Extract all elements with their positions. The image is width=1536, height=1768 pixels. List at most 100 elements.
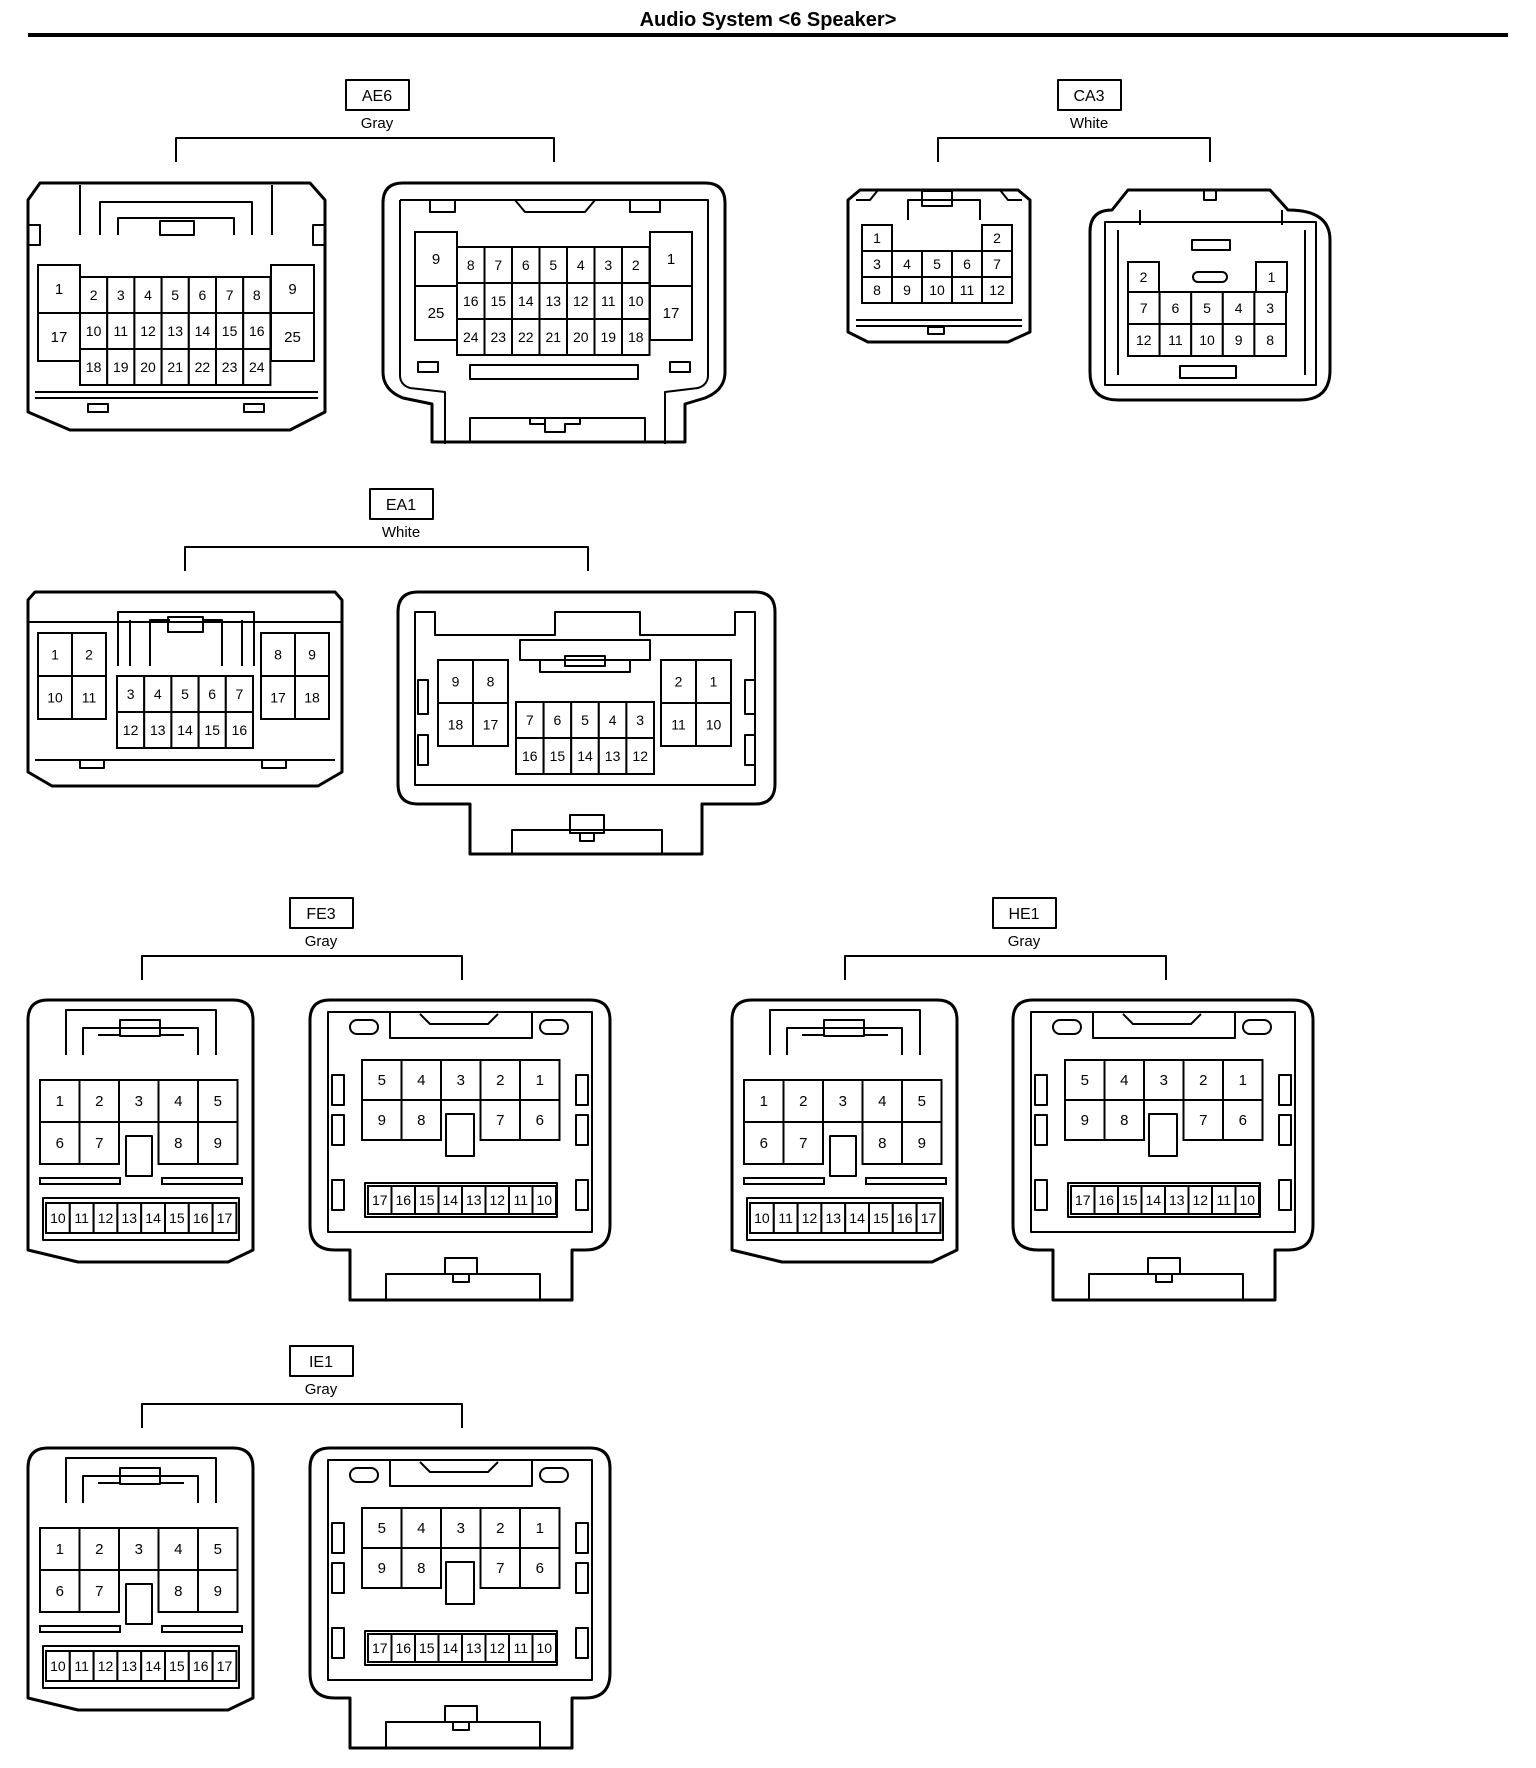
pin-number: 1 bbox=[1268, 269, 1276, 285]
pin-cell bbox=[531, 1185, 557, 1215]
pin-cell bbox=[215, 312, 245, 350]
pin-number: 5 bbox=[378, 1072, 386, 1089]
pin-cell bbox=[224, 711, 255, 749]
pin-number: 2 bbox=[632, 257, 640, 273]
pin-number: 15 bbox=[873, 1210, 889, 1226]
pin-number: 15 bbox=[550, 748, 566, 764]
pin-cell bbox=[1234, 1185, 1260, 1215]
pin-cell bbox=[456, 318, 486, 356]
pin-number: 7 bbox=[95, 1583, 103, 1600]
pin-cell bbox=[211, 1202, 238, 1234]
pin-number: 10 bbox=[86, 323, 102, 339]
pin-number: 12 bbox=[489, 1192, 505, 1208]
pin-number: 3 bbox=[127, 686, 135, 702]
pin-number: 14 bbox=[849, 1210, 865, 1226]
pin-number: 17 bbox=[921, 1210, 937, 1226]
pin-number: 4 bbox=[417, 1520, 425, 1537]
pin-cell bbox=[440, 1507, 482, 1549]
pin-cell bbox=[211, 1650, 238, 1682]
pin-cell bbox=[437, 659, 474, 704]
pin-number: 4 bbox=[154, 686, 162, 702]
pin-number: 11 bbox=[601, 293, 616, 309]
pin-number: 7 bbox=[1199, 1112, 1207, 1129]
connector-id: IE1 bbox=[309, 1354, 333, 1371]
pin-number: 24 bbox=[463, 329, 479, 345]
pin-cell bbox=[511, 318, 541, 356]
connector-id: AE6 bbox=[362, 88, 392, 105]
pin-number: 4 bbox=[174, 1093, 182, 1110]
pin-cell bbox=[197, 711, 227, 749]
pin-number: 1 bbox=[56, 1093, 64, 1110]
pin-number: 6 bbox=[522, 257, 530, 273]
pin-number: 25 bbox=[284, 329, 301, 346]
pin-number: 10 bbox=[536, 1640, 552, 1656]
pin-cell bbox=[1158, 323, 1193, 357]
pin-number: 4 bbox=[1120, 1072, 1128, 1089]
pin-cell bbox=[160, 276, 190, 314]
pin-cell bbox=[1222, 1059, 1264, 1101]
pin-number: 8 bbox=[174, 1583, 182, 1600]
pin-number: 11 bbox=[1216, 1192, 1231, 1208]
pin-number: 6 bbox=[56, 1583, 64, 1600]
pin-number: 20 bbox=[573, 329, 589, 345]
pin-cell bbox=[116, 675, 146, 713]
pin-number: 7 bbox=[526, 712, 534, 728]
pin-number: 12 bbox=[632, 748, 648, 764]
page-title: Audio System <6 Speaker> bbox=[640, 9, 897, 31]
pin-number: 12 bbox=[1192, 1192, 1208, 1208]
pin-cell bbox=[519, 1099, 561, 1141]
pin-number: 9 bbox=[452, 674, 460, 690]
pin-cell bbox=[901, 1121, 943, 1165]
pin-number: 5 bbox=[933, 256, 941, 272]
pin-number: 9 bbox=[432, 251, 440, 268]
connector-color: Gray bbox=[305, 1381, 338, 1398]
pin-number: 17 bbox=[1075, 1192, 1091, 1208]
pin-number: 16 bbox=[395, 1192, 411, 1208]
pin-number: 16 bbox=[463, 293, 479, 309]
pin-number: 13 bbox=[605, 748, 621, 764]
pin-cell bbox=[270, 264, 315, 314]
pin-cell bbox=[519, 1507, 561, 1549]
pin-cell bbox=[143, 711, 173, 749]
pin-number: 5 bbox=[181, 686, 189, 702]
pin-number: 10 bbox=[1239, 1192, 1255, 1208]
pin-number: 1 bbox=[536, 1072, 544, 1089]
pin-number: 13 bbox=[1169, 1192, 1185, 1208]
pin-number: 20 bbox=[140, 359, 156, 375]
pin-number: 13 bbox=[466, 1640, 482, 1656]
pin-number: 2 bbox=[1199, 1072, 1207, 1089]
pin-number: 9 bbox=[1235, 332, 1243, 348]
pin-number: 13 bbox=[545, 293, 561, 309]
pin-number: 25 bbox=[428, 305, 445, 322]
pin-number: 9 bbox=[378, 1560, 386, 1577]
pin-cell bbox=[566, 282, 596, 320]
pin-cell bbox=[519, 1059, 561, 1101]
pin-number: 17 bbox=[483, 717, 499, 733]
pin-number: 3 bbox=[457, 1520, 465, 1537]
pin-number: 1 bbox=[667, 251, 675, 268]
pin-number: 2 bbox=[1140, 269, 1148, 285]
pin-cell bbox=[472, 659, 509, 704]
pin-cell bbox=[215, 348, 245, 386]
pin-cell bbox=[1143, 1059, 1185, 1101]
pin-number: 9 bbox=[214, 1135, 222, 1152]
connector-color: Gray bbox=[1008, 933, 1041, 950]
pin-cell bbox=[542, 737, 573, 775]
pin-cell bbox=[39, 1569, 81, 1613]
pin-cell bbox=[511, 282, 541, 320]
pin-number: 21 bbox=[545, 329, 561, 345]
pin-number: 1 bbox=[710, 674, 718, 690]
pin-cell bbox=[538, 282, 568, 320]
pin-cell bbox=[861, 276, 893, 304]
pin-number: 14 bbox=[442, 1640, 458, 1656]
pin-number: 6 bbox=[56, 1135, 64, 1152]
pin-cell bbox=[187, 312, 218, 350]
pin-number: 1 bbox=[536, 1520, 544, 1537]
pin-number: 17 bbox=[663, 305, 680, 322]
pin-cell bbox=[1253, 323, 1288, 357]
